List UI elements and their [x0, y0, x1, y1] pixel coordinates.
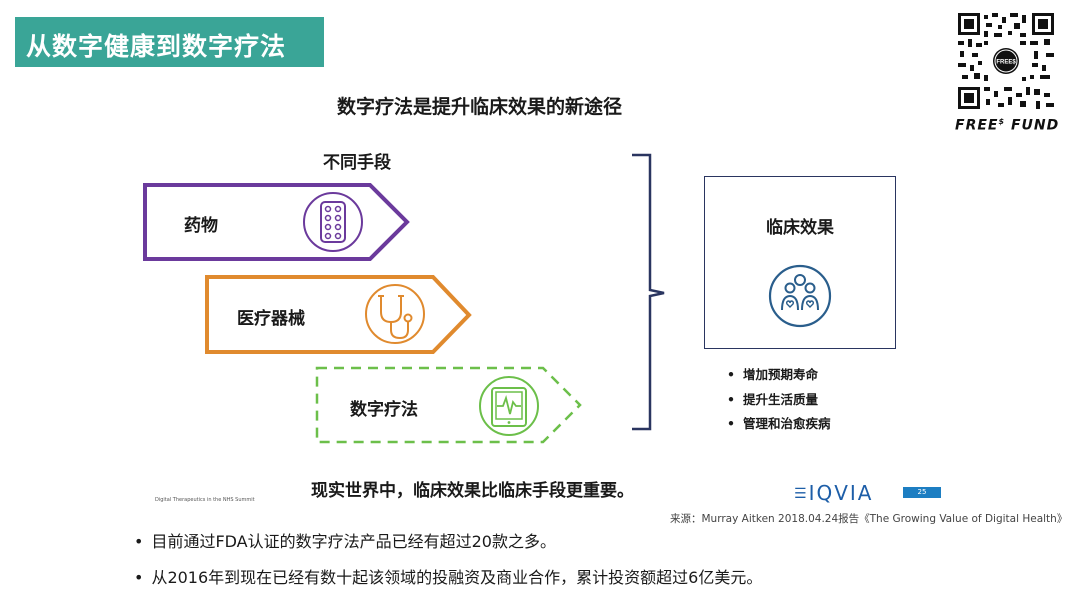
bullet-item: 从2016年到现在已经有数十起该领域的投融资及商业合作，累计投资额超过6亿美元。 — [134, 564, 762, 600]
device-arrow — [205, 275, 472, 354]
benefit-item: 管理和治愈疾病 — [727, 413, 831, 438]
grouping-brace — [632, 153, 665, 431]
page-number-badge: 25 — [903, 487, 941, 498]
summit-footnote: Digital Therapeutics in the NHS Summit — [155, 497, 255, 503]
benefit-item: 提升生活质量 — [727, 389, 831, 414]
benefit-item: 增加预期寿命 — [727, 364, 831, 389]
logo-lines-icon: ☰ — [794, 486, 807, 502]
stethoscope-icon — [365, 284, 425, 344]
iqvia-logo: ☰IQVIA — [794, 481, 874, 505]
bullet-list: 目前通过FDA认证的数字疗法产品已经有超过20款之多。 从2016年到现在已经有… — [134, 528, 762, 600]
bullet-item: 目前通过FDA认证的数字疗法产品已经有超过20款之多。 — [134, 528, 762, 564]
family-care-icon — [768, 264, 832, 328]
clinical-effect-box: 临床效果 — [704, 176, 896, 349]
means-label: 不同手段 — [323, 153, 391, 173]
qr-center-label: FREE$ — [996, 60, 1016, 66]
clinical-effect-title: 临床效果 — [766, 218, 834, 238]
digital-therapy-arrow — [315, 366, 582, 444]
title-bar: 从数字健康到数字疗法 — [15, 17, 324, 67]
source-citation: 来源：Murray Aitken 2018.04.24报告《The Growin… — [670, 513, 1068, 525]
diagram-heading: 数字疗法是提升临床效果的新途径 — [337, 96, 623, 118]
brand-name: FREE$ FUND — [955, 117, 1060, 134]
conclusion-text: 现实世界中，临床效果比临床手段更重要。 — [311, 481, 634, 501]
pill-pack-icon — [303, 192, 363, 252]
device-label: 医疗器械 — [237, 309, 305, 329]
benefit-list: 增加预期寿命 提升生活质量 管理和治愈疾病 — [727, 364, 831, 438]
qr-code-icon: FREE$ — [958, 13, 1054, 109]
medicine-arrow — [143, 183, 410, 261]
medicine-label: 药物 — [184, 216, 218, 236]
tablet-heartbeat-icon — [479, 376, 539, 436]
digital-therapy-label: 数字疗法 — [350, 400, 418, 420]
slide-title: 从数字健康到数字疗法 — [26, 32, 287, 61]
